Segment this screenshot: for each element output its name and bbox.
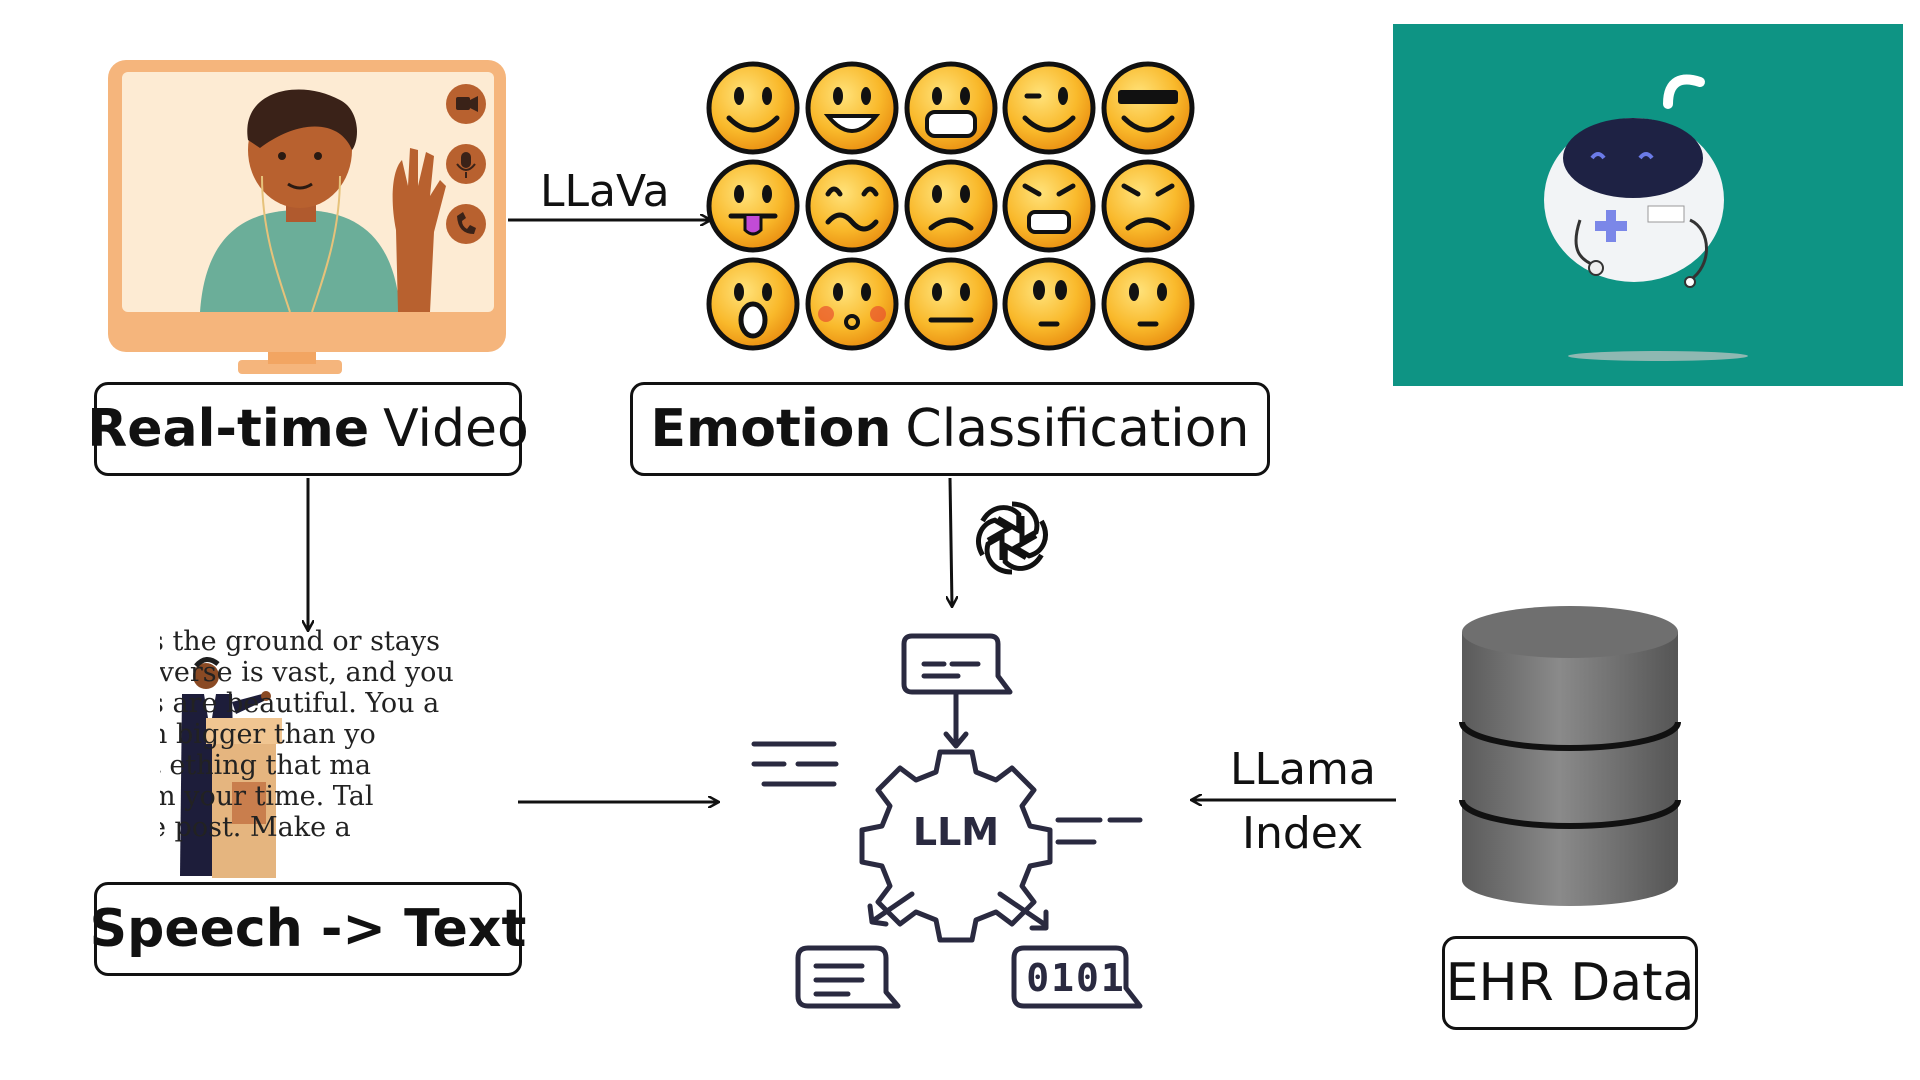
speech-transcript-line: e post. Make a [160,812,351,843]
emotion-emoji-grid [706,61,1195,351]
binary-bubble-text: 0101 [1026,956,1126,1000]
speech-transcript-line: s the ground or stays [160,626,440,657]
emoji-dizzy-icon [805,159,899,253]
emoji-teeth-icon [904,61,998,155]
node-emotion-classification: Emotion Classification [630,382,1270,476]
emoji-meh-icon [1101,257,1195,351]
emoji-blush-icon [805,257,899,351]
emoji-grin-icon [805,61,899,155]
emoji-wink-icon [1002,61,1096,155]
emoji-cool-icon [1101,61,1195,155]
emoji-sad-icon [904,159,998,253]
medical-robot-illustration [1393,24,1903,386]
node-ehr-data-label: EHR Data [1445,953,1695,1013]
speech-transcript-line: t ething that ma [160,750,372,781]
arrows [308,220,1396,802]
arrow-emotion-to-llm [950,477,952,606]
node-emotion-classification-light: Classification [905,399,1250,459]
openai-logo-icon [976,501,1048,575]
speech-transcript-line: n bigger than yo [160,719,376,750]
node-speech-to-text: Speech -> Text [90,882,526,976]
emoji-neutral-icon [904,257,998,351]
node-realtime-video: Real-time Video [87,382,529,476]
llm-hub-illustration [751,633,1143,1009]
node-realtime-video-light: Video [383,399,529,459]
emoji-angry-icon [1101,159,1195,253]
video-call-illustration [108,60,506,374]
speech-transcript-line: iverse is vast, and you [160,657,454,688]
edge-label-llava: LLaVa [540,166,670,217]
node-speech-to-text-bold: Speech -> Text [89,899,527,959]
emoji-tongue-icon [706,159,800,253]
node-realtime-video-bold: Real-time [87,399,370,459]
node-emotion-classification-bold: Emotion [650,399,892,459]
speaker-podium-illustration [180,657,282,878]
emoji-cry-icon [1002,159,1096,253]
edge-label-llama: LLama [1230,744,1376,795]
emoji-shock-icon [706,257,800,351]
emoji-look-icon [1002,257,1096,351]
llm-label: LLM [912,810,1000,854]
database-icon [1459,606,1681,906]
node-ehr-data: EHR Data [1442,936,1698,1030]
emoji-smile-icon [706,61,800,155]
speech-transcript-line: s are beautiful. You a [160,688,440,719]
speech-transcript-line: m your time. Tal [160,781,374,812]
edge-label-index: Index [1242,808,1364,859]
